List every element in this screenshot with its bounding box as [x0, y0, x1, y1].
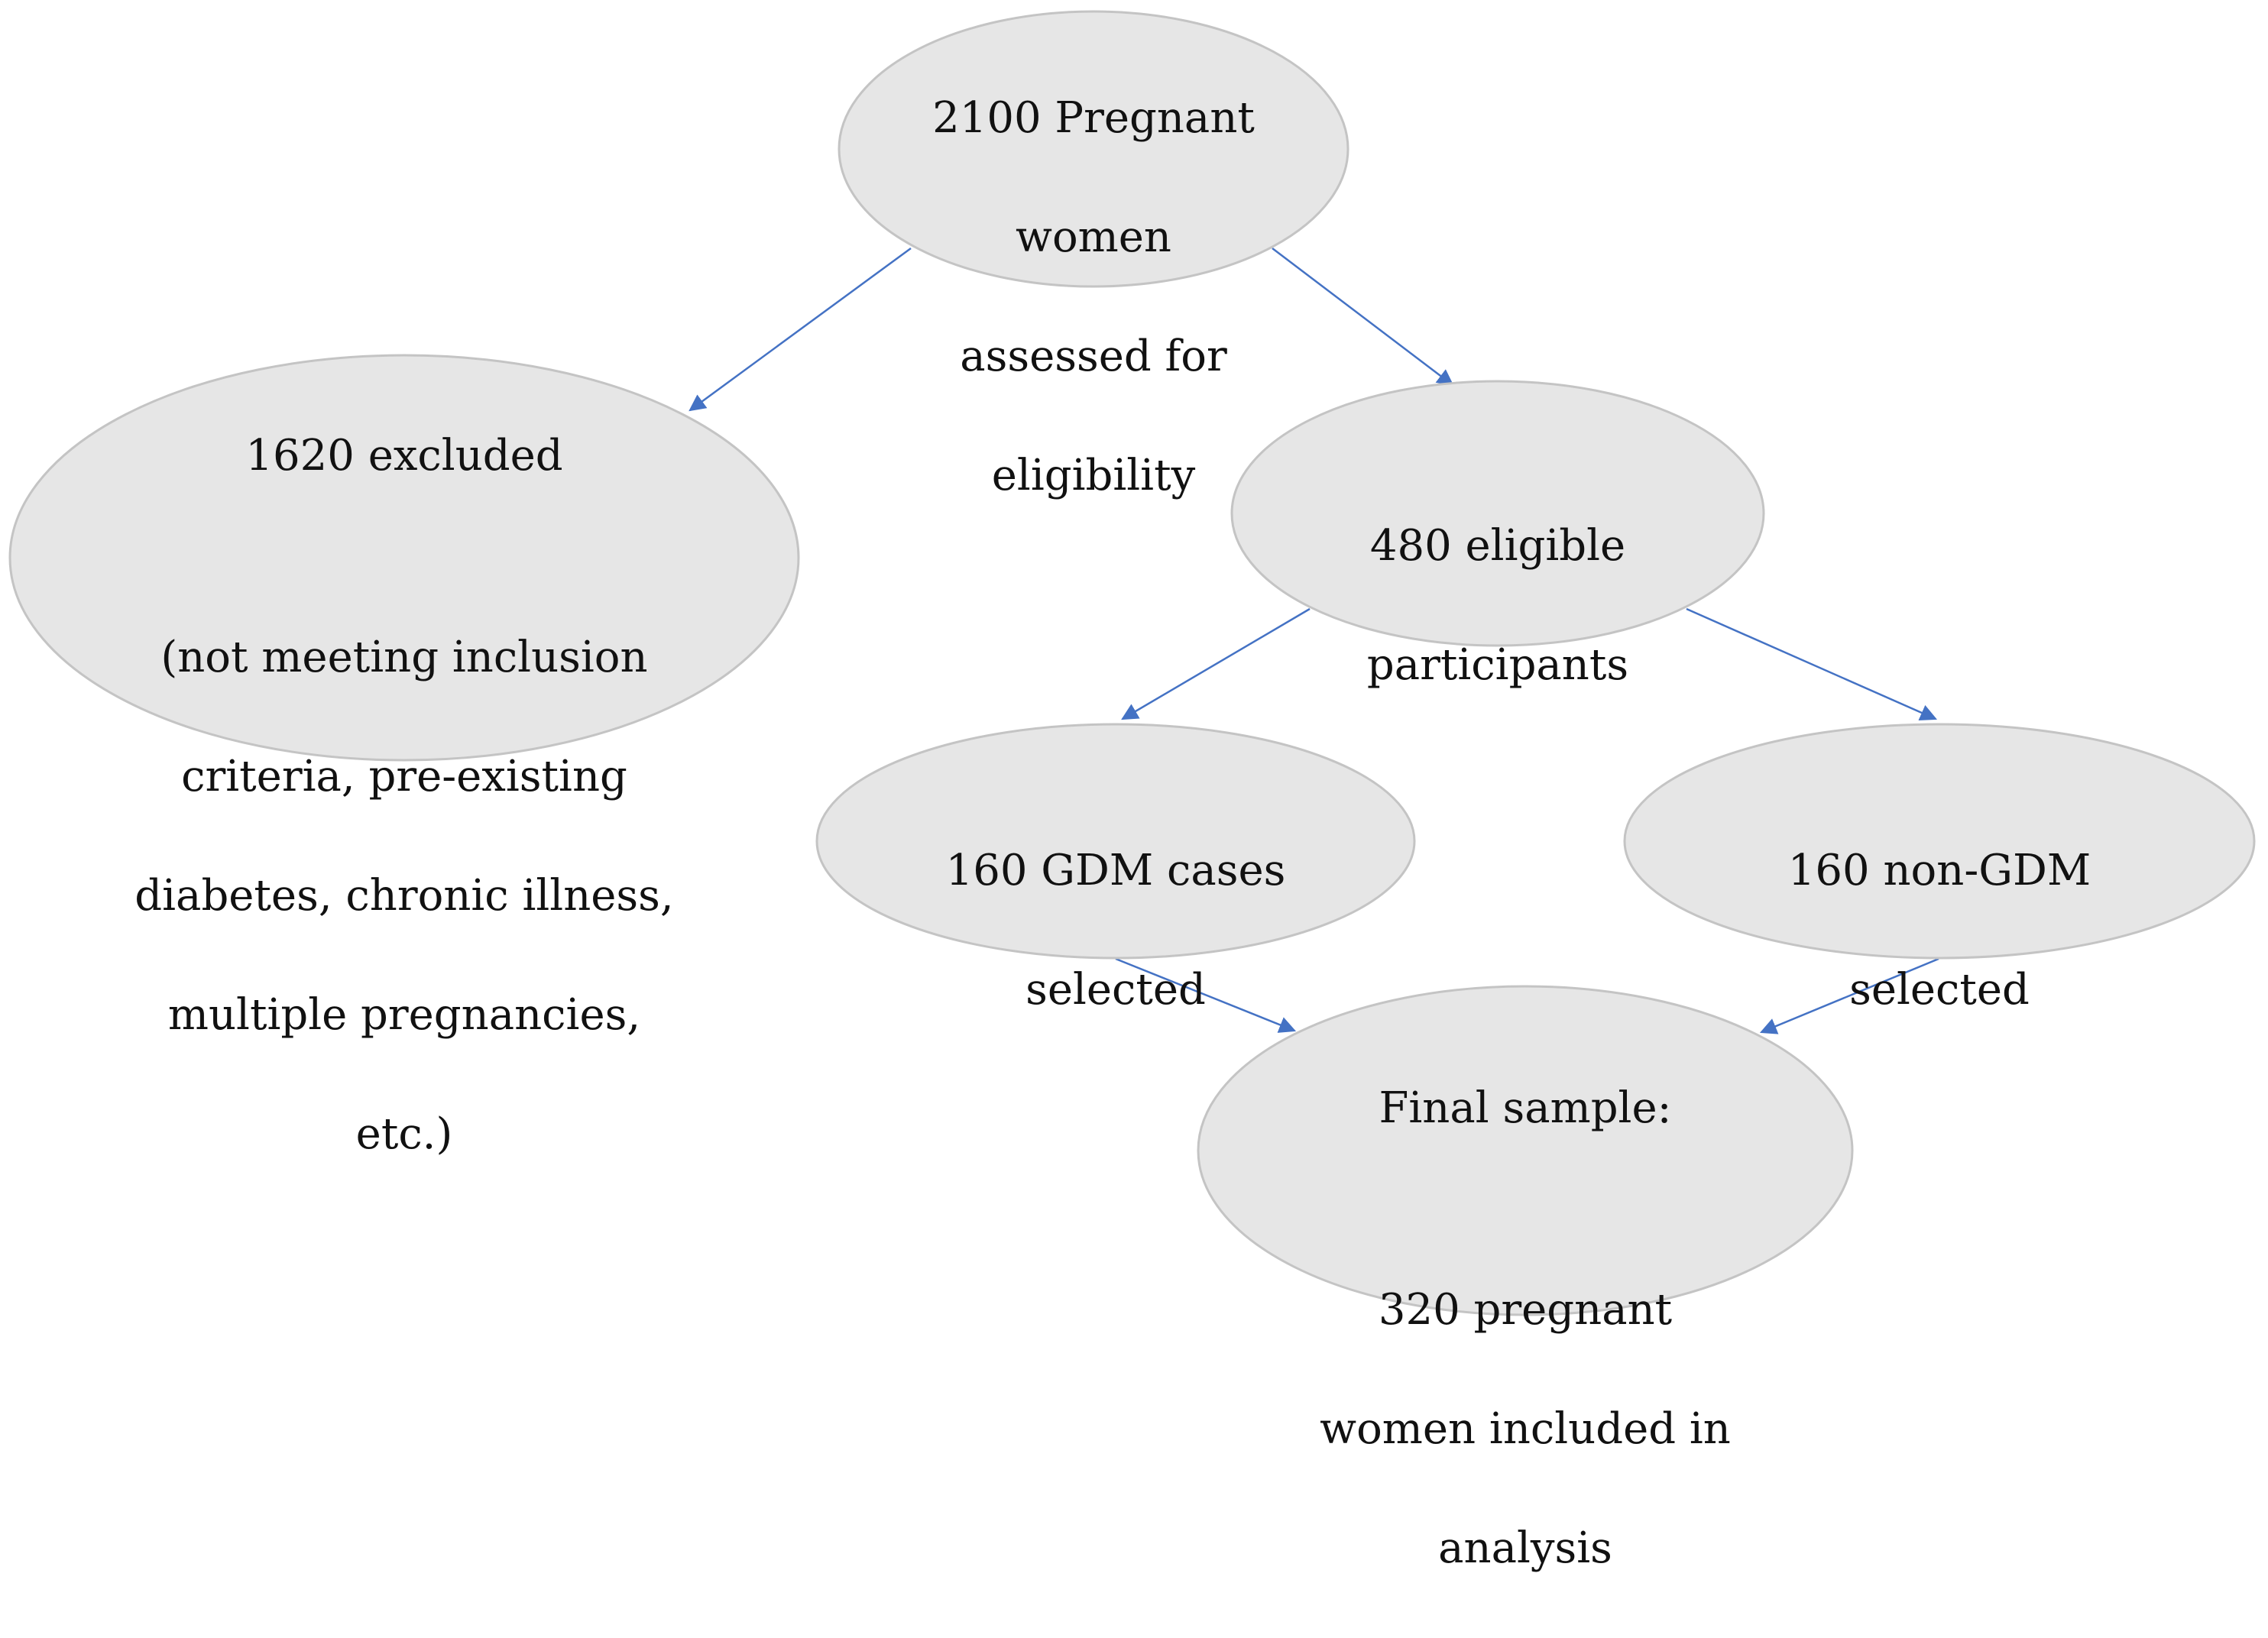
excluded-line-3: diabetes, chronic illness,: [134, 871, 674, 921]
label-final: Final sample: 320 pregnant women include…: [1258, 1019, 1793, 1638]
excluded-line-4: multiple pregnancies,: [167, 990, 641, 1040]
final-line-1: 320 pregnant: [1378, 1285, 1673, 1335]
arrow-eligible-to-gdm: [1121, 607, 1311, 720]
assessed-line-4: eligibility: [991, 451, 1196, 500]
arrow-eligible-to-non-gdm: [1686, 607, 1938, 721]
eligible-line-2: participants: [1366, 640, 1629, 690]
label-assessed: 2100 Pregnant women assessed for eligibi…: [864, 29, 1323, 565]
non-gdm-line-1: 160 non-GDM: [1787, 846, 2091, 895]
gdm-line-1: 160 GDM cases: [945, 846, 1286, 895]
excluded-line-2: criteria, pre-existing: [181, 752, 627, 801]
arrow-assessed-to-eligible: [1272, 248, 1454, 387]
gdm-line-2: selected: [1025, 965, 1206, 1015]
node-non-gdm: [1623, 723, 2256, 960]
label-gdm: 160 GDM cases selected: [886, 782, 1345, 1080]
node-assessed: [838, 10, 1349, 288]
label-non-gdm: 160 non-GDM selected: [1710, 782, 2169, 1080]
assessed-line-3: assessed for: [960, 332, 1227, 381]
non-gdm-line-2: selected: [1849, 965, 2030, 1015]
final-title: Final sample:: [1379, 1083, 1672, 1133]
final-line-3: analysis: [1438, 1523, 1612, 1573]
excluded-line-1: (not meeting inclusion: [160, 633, 648, 682]
label-excluded: 1620 excluded (not meeting inclusion cri…: [99, 367, 710, 1224]
assessed-line-1: 2100 Pregnant: [932, 93, 1255, 143]
node-final: [1197, 985, 1854, 1316]
flow-diagram: [8, 10, 2256, 1316]
arrow-non-gdm-to-final: [1759, 957, 1939, 1034]
assessed-line-2: women: [1016, 212, 1171, 262]
arrow-assessed-to-excluded: [688, 247, 912, 412]
node-eligible: [1230, 380, 1765, 647]
excluded-line-5: etc.): [355, 1109, 453, 1159]
node-gdm: [815, 723, 1416, 960]
excluded-title: 1620 excluded: [245, 431, 563, 481]
eligible-line-1: 480 eligible: [1369, 521, 1626, 571]
node-excluded: [8, 354, 800, 762]
arrow-gdm-to-final: [1115, 957, 1297, 1033]
final-line-2: women included in: [1320, 1404, 1731, 1454]
label-eligible: 480 eligible participants: [1268, 457, 1727, 755]
